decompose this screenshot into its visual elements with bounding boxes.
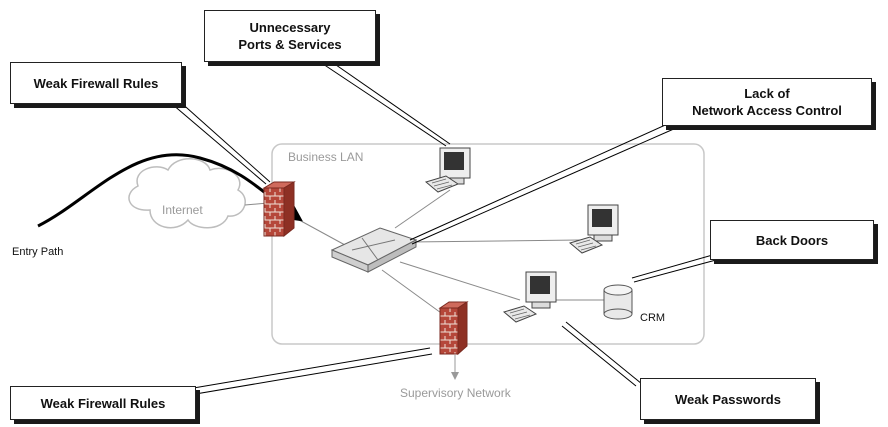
callout-unnecessary-ports: Unnecessary Ports & Services bbox=[204, 10, 376, 62]
link-switch-right-pc bbox=[409, 239, 581, 243]
callout-unnecessary-ports-line1: Unnecessary bbox=[249, 20, 331, 35]
network-links bbox=[244, 189, 605, 380]
callout-weak-firewall-bottom-text: Weak Firewall Rules bbox=[40, 395, 166, 411]
callout-lack-nac: Lack of Network Access Control bbox=[662, 78, 872, 126]
supervisory-network-label: Supervisory Network bbox=[400, 386, 511, 400]
business-lan-label: Business LAN bbox=[288, 150, 364, 164]
firewall-supervisory-icon bbox=[438, 301, 469, 356]
workstation-bottom-icon bbox=[502, 271, 557, 323]
callout-weak-firewall-top: Weak Firewall Rules bbox=[10, 62, 182, 104]
firewall-internet-icon bbox=[262, 181, 296, 238]
link-switch-bottom-firewall bbox=[381, 269, 449, 319]
callout-pointers bbox=[157, 57, 717, 401]
callout-back-doors-text: Back Doors bbox=[755, 232, 829, 248]
pointer-weak-firewall-top bbox=[171, 103, 267, 185]
business-lan-boundary bbox=[271, 143, 705, 345]
pointer-lack-nac bbox=[409, 121, 673, 241]
callout-weak-passwords: Weak Passwords bbox=[640, 378, 816, 420]
callout-back-doors: Back Doors bbox=[710, 220, 874, 260]
crm-database-icon bbox=[603, 284, 633, 320]
pointer-back-doors bbox=[631, 253, 717, 279]
pointer-unnecessary-ports bbox=[319, 61, 447, 147]
workstation-top-icon bbox=[424, 147, 471, 193]
pointer-weak-passwords bbox=[565, 321, 643, 385]
network-switch bbox=[330, 227, 418, 273]
callout-lack-nac-line2: Network Access Control bbox=[692, 103, 842, 118]
callout-weak-firewall-top-text: Weak Firewall Rules bbox=[33, 75, 159, 91]
callout-weak-passwords-text: Weak Passwords bbox=[675, 391, 781, 407]
link-switch-bottom-pc bbox=[399, 261, 521, 301]
entry-path-label: Entry Path bbox=[12, 246, 64, 258]
internet-label: Internet bbox=[162, 203, 203, 217]
workstation-right-icon bbox=[568, 204, 619, 254]
link-switch-top-pc bbox=[394, 189, 451, 229]
callout-unnecessary-ports-line2: Ports & Services bbox=[238, 37, 342, 52]
callout-weak-firewall-bottom: Weak Firewall Rules bbox=[10, 386, 196, 420]
crm-label: CRM bbox=[640, 312, 666, 324]
pointer-weak-firewall-bottom bbox=[157, 347, 431, 395]
callout-lack-nac-line1: Lack of bbox=[744, 86, 790, 101]
link-firewall-switch bbox=[289, 214, 346, 246]
